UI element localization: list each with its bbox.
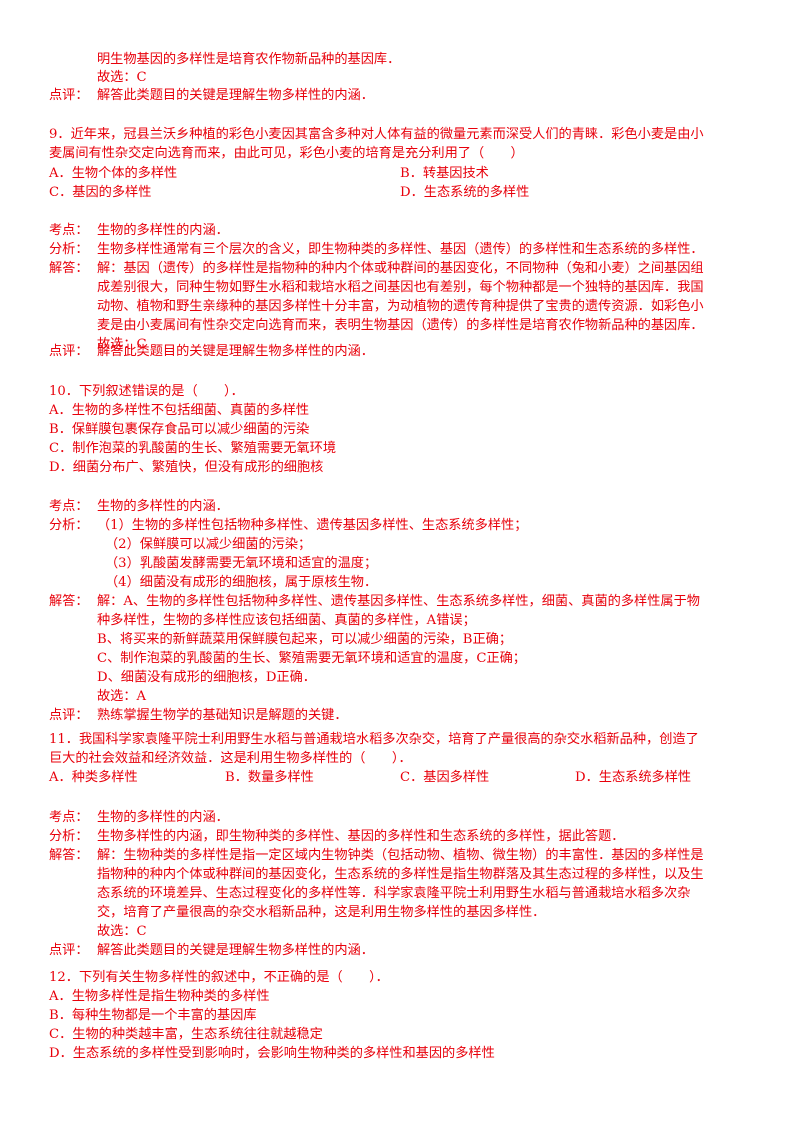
- q10-jieda-line1: 解：A、生物的多样性包括物种多样性、遗传基因多样性、生态系统多样性，细菌、真菌的…: [97, 594, 700, 609]
- q12-option-d: D．生态系统的多样性受到影响时，会影响生物种类的多样性和基因的多样性: [49, 1046, 495, 1061]
- q9-answer: 故选：C: [97, 337, 147, 352]
- q11-fenxi-text: 生物多样性的内涵，即生物种类的多样性、基因的多样性和生态系统的多样性，据此答题．: [97, 829, 625, 844]
- q10-fenxi-line1: （1）生物的多样性包括物种多样性、遗传基因多样性、生态系统多样性；: [97, 518, 528, 533]
- top-analysis-line: 明生物基因的多样性是培育农作物新品种的基因库．: [97, 52, 401, 67]
- q11-jieda-label: 解答：: [49, 848, 89, 863]
- q11-option-a: A．种类多样性: [49, 770, 138, 785]
- q11-answer: 故选：C: [97, 924, 147, 939]
- q10-kaodian-text: 生物的多样性的内涵．: [97, 499, 229, 514]
- q9-jieda-label: 解答：: [49, 261, 89, 276]
- q9-option-b: B．转基因技术: [400, 166, 489, 181]
- q12-option-a: A．生物多样性是指生物种类的多样性: [49, 989, 270, 1004]
- q9-jieda-line3: 动物、植物和野生亲缘种的基因多样性十分丰富，为动植物的遗传育种提供了宝贵的遗传资…: [97, 299, 704, 314]
- q11-kaodian-label: 考点：: [49, 810, 89, 825]
- q11-kaodian-text: 生物的多样性的内涵．: [97, 810, 229, 825]
- q9-jieda-line4: 麦是由小麦属间有性杂交定向选育而来，表明生物基因（遗传）的多样性是培育农作物新品…: [97, 318, 704, 333]
- q10-jieda-line2: 种多样性，生物的多样性应该包括细菌、真菌的多样性，A错误；: [97, 613, 476, 628]
- q11-option-b: B．数量多样性: [225, 770, 314, 785]
- q12-option-b: B．每种生物都是一个丰富的基因库: [49, 1008, 257, 1023]
- q9-fenxi-label: 分析：: [49, 242, 89, 257]
- q11-fenxi-label: 分析：: [49, 829, 89, 844]
- q11-option-d: D．生态系统多样性: [575, 770, 692, 785]
- q11-jieda-line3: 态系统的环境差异、生态过程变化的多样性等．科学家袁隆平院士利用野生水稻与普通栽培…: [97, 886, 691, 901]
- q9-dianping-label: 点评：: [49, 344, 89, 359]
- q11-stem-line2: 巨大的社会效益和经济效益．这是利用生物多样性的（ ）．: [49, 751, 412, 766]
- q11-jieda-line4: 交，培育了产量很高的杂交水稻新品种，这是利用生物多样性的基因多样性．: [97, 905, 546, 920]
- q10-fenxi-line2: （2）保鲜膜可以减少细菌的污染；: [105, 537, 312, 552]
- q9-stem-line1: 9．近年来，冠县兰沃乡种植的彩色小麦因其富含多种对人体有益的微量元素而深受人们的…: [49, 127, 704, 142]
- q10-option-a: A．生物的多样性不包括细菌、真菌的多样性: [49, 403, 310, 418]
- q10-dianping-label: 点评：: [49, 708, 89, 723]
- q12-stem: 12．下列有关生物多样性的叙述中，不正确的是（ ）．: [49, 970, 389, 985]
- q9-option-c: C．基因的多样性: [49, 185, 152, 200]
- q9-option-a: A．生物个体的多样性: [49, 166, 178, 181]
- q10-fenxi-line4: （4）细菌没有成形的细胞核，属于原核生物．: [105, 575, 378, 590]
- q11-option-c: C．基因多样性: [400, 770, 490, 785]
- q9-stem-line2: 麦属间有性杂交定向选育而来，由此可见，彩色小麦的培育是充分利用了（ ）: [49, 146, 524, 161]
- q9-fenxi-text: 生物多样性通常有三个层次的含义，即生物种类的多样性、基因（遗传）的多样性和生态系…: [97, 242, 704, 257]
- q11-stem-line1: 11．我国科学家袁隆平院士利用野生水稻与普通栽培水稻多次杂交，培育了产量很高的杂…: [49, 732, 699, 747]
- q9-kaodian-label: 考点：: [49, 223, 89, 238]
- q9-option-d: D．生态系统的多样性: [400, 185, 530, 200]
- q10-fenxi-label: 分析：: [49, 518, 89, 533]
- q10-stem: 10．下列叙述错误的是（ ）．: [49, 384, 244, 399]
- q9-dianping-text: 解答此类题目的关键是理解生物多样性的内涵．: [97, 344, 374, 359]
- top-answer-line: 故选：C: [97, 70, 147, 85]
- q10-fenxi-line3: （3）乳酸菌发酵需要无氧环境和适宜的温度；: [105, 556, 378, 571]
- q10-option-c: C．制作泡菜的乳酸菌的生长、繁殖需要无氧环境: [49, 441, 337, 456]
- q10-answer: 故选：A: [97, 689, 147, 704]
- q10-jieda-line3: B、将买来的新鲜蔬菜用保鲜膜包起来，可以减少细菌的污染，B正确；: [97, 632, 513, 647]
- q11-jieda-line1: 解：生物种类的多样性是指一定区域内生物钟类（包括动物、植物、微生物）的丰富性．基…: [97, 848, 704, 863]
- q10-jieda-line5: D、细菌没有成形的细胞核，D正确．: [97, 670, 316, 685]
- q10-jieda-line4: C、制作泡菜的乳酸菌的生长、繁殖需要无氧环境和适宜的温度，C正确；: [97, 651, 526, 666]
- q9-jieda-line2: 成差别很大，同种生物如野生水稻和栽培水稻之间基因也有差别，每个物种都是一个独特的…: [97, 280, 704, 295]
- review-text: 解答此类题目的关键是理解生物多样性的内涵．: [97, 88, 374, 103]
- review-label: 点评：: [49, 88, 89, 103]
- q11-jieda-line2: 指物种的种内个体或种群间的基因变化，生态系统的多样性是指生物群落及其生态过程的多…: [97, 867, 704, 882]
- q10-option-b: B．保鲜膜包裹保存食品可以减少细菌的污染: [49, 422, 310, 437]
- q10-kaodian-label: 考点：: [49, 499, 89, 514]
- q10-jieda-label: 解答：: [49, 594, 89, 609]
- q10-option-d: D．细菌分布广、繁殖快，但没有成形的细胞核: [49, 460, 324, 475]
- q11-dianping-text: 解答此类题目的关键是理解生物多样性的内涵．: [97, 943, 374, 958]
- q10-dianping-text: 熟练掌握生物学的基础知识是解题的关键．: [97, 708, 348, 723]
- q9-kaodian-text: 生物的多样性的内涵．: [97, 223, 229, 238]
- q12-option-c: C．生物的种类越丰富，生态系统往往就越稳定: [49, 1027, 323, 1042]
- q9-jieda-line1: 解：基因（遗传）的多样性是指物种的种内个体或种群间的基因变化，不同物种（兔和小麦…: [97, 261, 704, 276]
- q11-dianping-label: 点评：: [49, 943, 89, 958]
